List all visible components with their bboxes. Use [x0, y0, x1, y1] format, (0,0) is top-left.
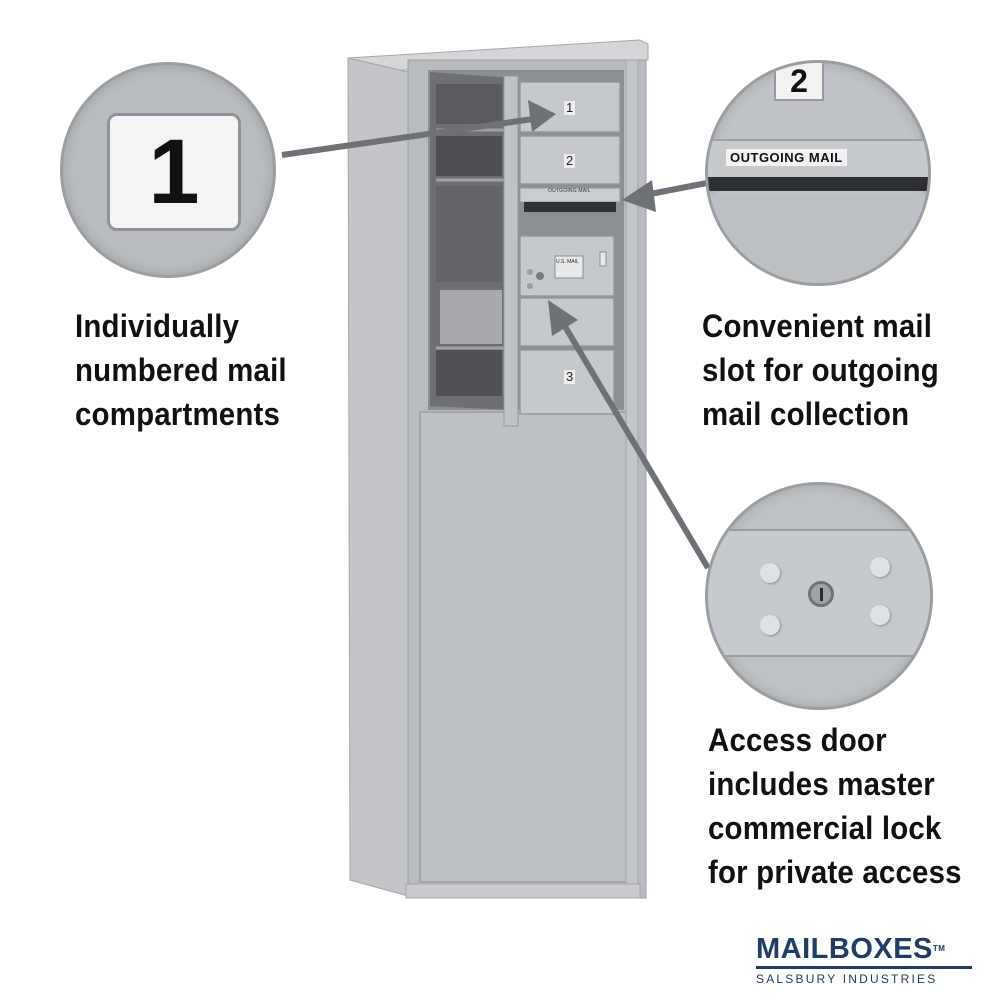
- brand-logo: MAILBOXESTM SALSBURY INDUSTRIES: [756, 934, 972, 986]
- callout-outgoing-slot: Convenient mail slot for outgoing mail c…: [702, 304, 939, 436]
- callout-line: compartments: [75, 396, 281, 432]
- brand-trademark: TM: [932, 944, 946, 953]
- arrow-to-compartment: [281, 115, 541, 158]
- magnified-number: 1: [148, 121, 200, 223]
- callout-line: Convenient mail: [702, 308, 933, 344]
- callout-line: includes master: [708, 766, 935, 802]
- door-number-2: 2: [564, 153, 576, 168]
- callout-line: numbered mail: [75, 352, 287, 388]
- rivet-icon: [760, 615, 780, 635]
- magnifier-compartment-label: 1: [60, 62, 276, 278]
- slot-label: OUTGOING MAIL: [548, 188, 591, 194]
- lock-icon: [808, 581, 834, 607]
- brand-name: MAILBOXES: [756, 933, 933, 965]
- rivet-icon: [870, 605, 890, 625]
- door-number-3: 3: [564, 369, 576, 384]
- arrow-to-lock: [557, 316, 711, 570]
- magnified-number-plate: 1: [107, 113, 241, 231]
- rivet-icon: [760, 563, 780, 583]
- rivet-icon: [870, 557, 890, 577]
- brand-rule: [756, 966, 972, 969]
- arrowhead-slot: [622, 180, 656, 212]
- arrowhead-lock: [548, 300, 578, 336]
- plate-label: U.S. MAIL: [556, 259, 579, 265]
- magnifier-outgoing-slot: 2 OUTGOING MAIL: [705, 60, 931, 286]
- callout-line: Individually: [75, 308, 240, 344]
- callout-numbered-compartments: Individually numbered mail compartments: [75, 304, 287, 436]
- brand-subtitle: SALSBURY INDUSTRIES: [756, 972, 938, 986]
- callout-line: for private access: [708, 854, 962, 890]
- magnified-number-2: 2: [790, 63, 808, 99]
- callout-line: slot for outgoing: [702, 352, 939, 388]
- magnified-slot-opening: [708, 177, 928, 191]
- callout-line: Access door: [708, 722, 887, 758]
- door-number-1: 1: [564, 100, 576, 115]
- callout-line: commercial lock: [708, 810, 942, 846]
- callout-line: mail collection: [702, 396, 910, 432]
- magnified-outgoing-label: OUTGOING MAIL: [726, 149, 847, 166]
- magnified-door-lower: [708, 195, 928, 283]
- magnified-number-tag: 2: [774, 63, 824, 101]
- arrowhead-compartment: [528, 100, 556, 132]
- magnifier-master-lock: [705, 482, 933, 710]
- callout-access-door: Access door includes master commercial l…: [708, 718, 962, 894]
